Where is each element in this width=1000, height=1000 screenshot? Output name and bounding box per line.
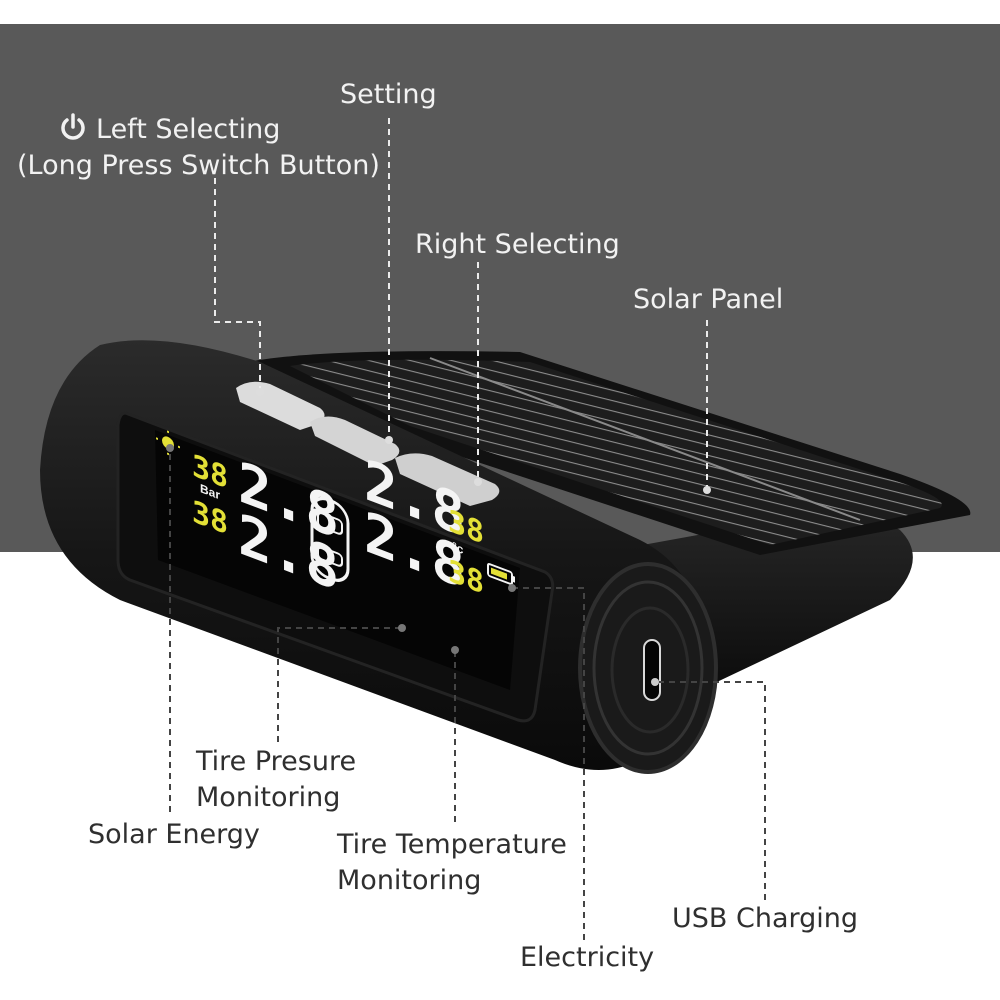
label-right-selecting: Right Selecting bbox=[415, 229, 620, 260]
setting-button bbox=[310, 416, 400, 466]
end-cap-ring bbox=[592, 580, 704, 756]
solar-cells bbox=[290, 359, 942, 545]
label-left-selecting-note: (Long Press Switch Button) bbox=[17, 150, 380, 181]
leader-left-selecting bbox=[214, 178, 261, 390]
leader-tire-pressure bbox=[277, 627, 402, 742]
leader-lines bbox=[169, 118, 766, 940]
solar-divider bbox=[429, 357, 861, 521]
temperature-unit-label: °c bbox=[452, 539, 464, 557]
label-solar-panel: Solar Panel bbox=[633, 284, 784, 315]
label-setting: Setting bbox=[340, 79, 437, 110]
label-tire-pressure-2: Monitoring bbox=[196, 782, 341, 813]
end-cap-ring-inner bbox=[610, 606, 690, 734]
leader-dots bbox=[166, 388, 711, 686]
leader-usb-charging bbox=[655, 681, 766, 900]
label-usb-charging: USB Charging bbox=[672, 903, 859, 934]
right-button bbox=[395, 453, 500, 506]
label-left-selecting: Left Selecting bbox=[60, 112, 280, 150]
leader-electricity bbox=[512, 587, 585, 940]
usb-port bbox=[643, 639, 661, 701]
label-tire-temperature-1: Tire Temperature bbox=[337, 829, 567, 860]
battery-icon bbox=[487, 562, 515, 586]
label-tire-temperature-2: Monitoring bbox=[337, 865, 482, 896]
power-icon bbox=[60, 113, 86, 150]
label-electricity: Electricity bbox=[520, 942, 655, 973]
lcd-screen bbox=[155, 430, 520, 690]
label-tire-pressure-1: Tire Presure bbox=[196, 746, 357, 777]
label-solar-energy: Solar Energy bbox=[88, 819, 260, 850]
label-left-selecting-text: Left Selecting bbox=[96, 114, 281, 145]
car-icon bbox=[310, 496, 350, 582]
